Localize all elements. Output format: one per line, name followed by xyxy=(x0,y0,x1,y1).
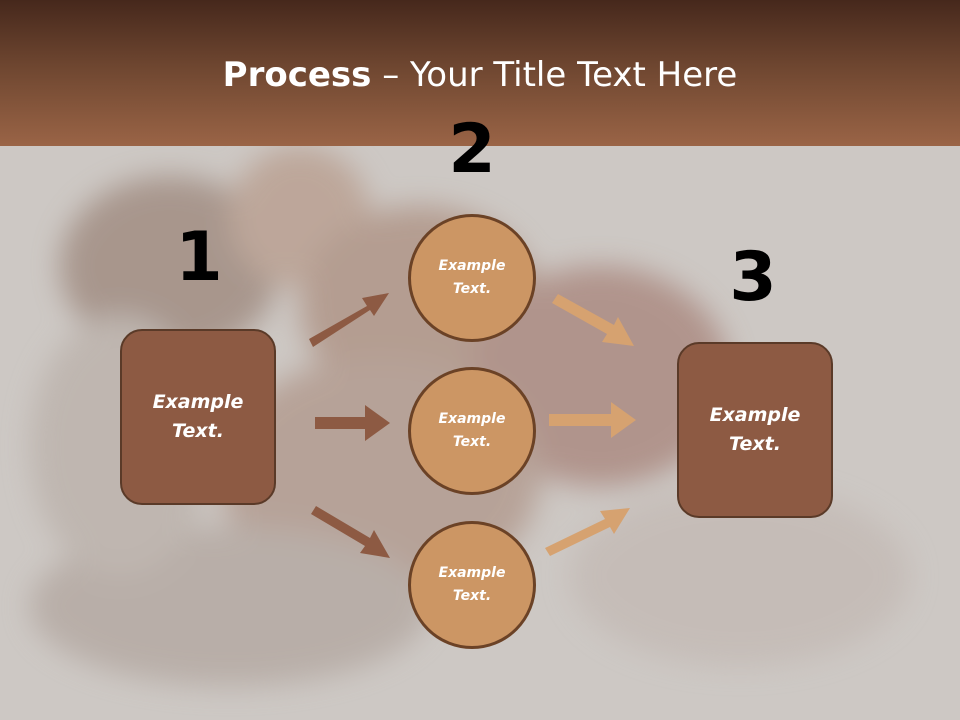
right-box-text: Example Text. xyxy=(709,404,801,455)
title-separator: – xyxy=(371,55,411,95)
title-rest: Your Title Text Here xyxy=(410,55,738,95)
process-circle-top: Example Text. xyxy=(408,214,536,342)
slide-title: Process – Your Title Text Here xyxy=(0,52,960,98)
right-process-box: Example Text. xyxy=(677,342,833,518)
left-box-text: Example Text. xyxy=(152,391,244,442)
process-circle-bottom: Example Text. xyxy=(408,521,536,649)
process-circle-middle: Example Text. xyxy=(408,367,536,495)
step-number-2: 2 xyxy=(448,110,496,189)
left-process-box: Example Text. xyxy=(120,329,276,505)
title-bar xyxy=(0,0,960,146)
title-bold: Process xyxy=(222,55,372,95)
step-number-3: 3 xyxy=(729,238,777,317)
circle-bottom-text: Example Text. xyxy=(438,565,506,604)
circle-middle-text: Example Text. xyxy=(438,411,506,450)
circle-top-text: Example Text. xyxy=(438,258,506,297)
step-number-1: 1 xyxy=(175,218,223,297)
